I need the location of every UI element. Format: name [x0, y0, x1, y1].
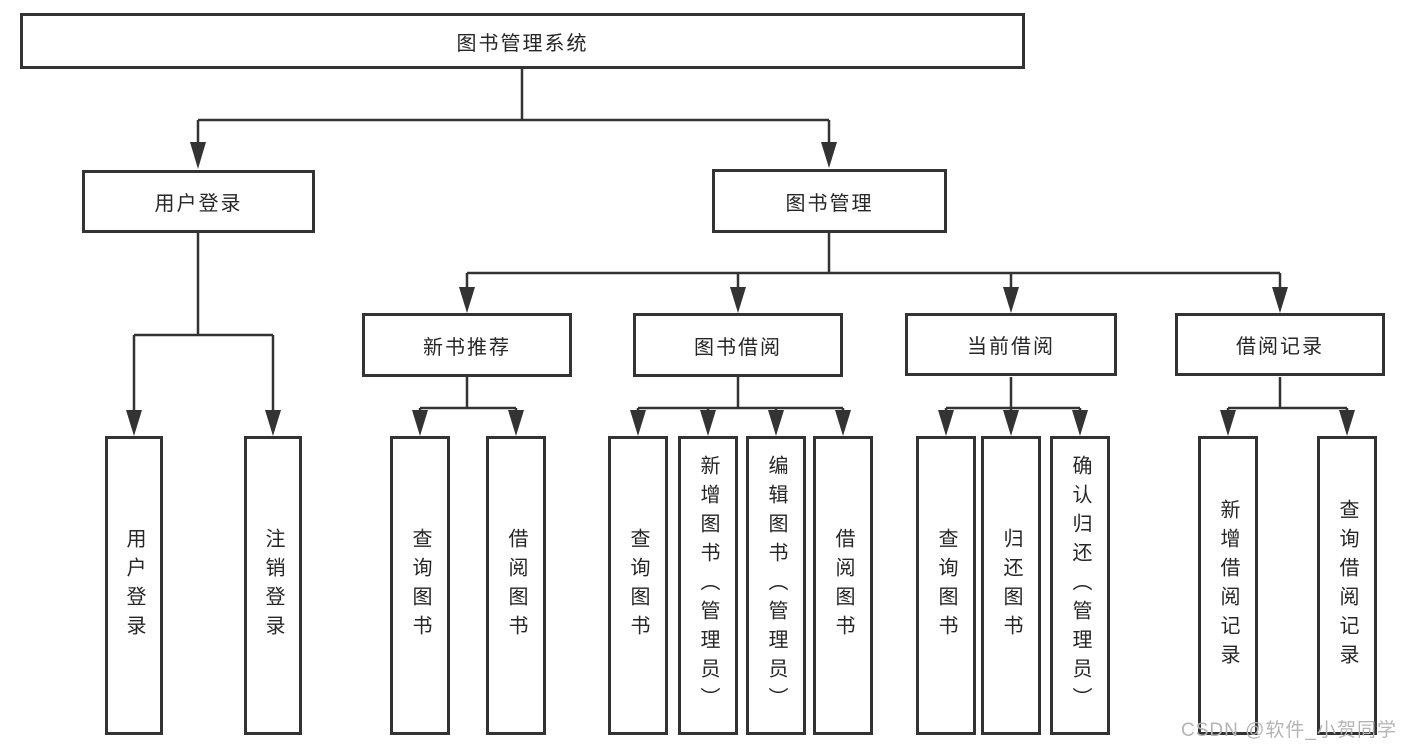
leaf-edit-book-admin-label: 编辑图书（管理员）	[765, 455, 787, 716]
csdn-watermark: CSDN @软件_小贺同学	[1181, 720, 1397, 741]
leaf-logout-label: 注销登录	[262, 527, 284, 644]
node-borrow-records-label: 借阅记录	[1236, 336, 1324, 358]
leaf-confirm-return-admin: 确认归还（管理员）	[1050, 436, 1110, 735]
leaf-query-borrow-record-label: 查询借阅记录	[1336, 498, 1358, 673]
leaf-return-book: 归还图书	[981, 436, 1041, 735]
node-root: 图书管理系统	[20, 13, 1025, 69]
leaf-add-book-admin: 新增图书（管理员）	[678, 436, 738, 735]
node-book-borrow-label: 图书借阅	[694, 336, 782, 359]
leaf-confirm-return-admin-label: 确认归还（管理员）	[1069, 455, 1091, 716]
leaf-add-borrow-record: 新增借阅记录	[1198, 436, 1258, 735]
leaf-logout: 注销登录	[244, 436, 302, 735]
node-user-login-label: 用户登录	[154, 193, 243, 215]
node-new-book-recommend: 新书推荐	[362, 313, 572, 377]
leaf-borrow-books-label: 借阅图书	[832, 527, 854, 644]
leaf-add-borrow-record-label: 新增借阅记录	[1217, 498, 1239, 673]
leaf-query-books-current: 查询图书	[916, 436, 976, 735]
leaf-query-borrow-record: 查询借阅记录	[1317, 436, 1377, 735]
leaf-return-book-label: 归还图书	[1000, 527, 1022, 644]
node-new-book-recommend-label: 新书推荐	[423, 336, 511, 359]
node-user-login: 用户登录	[82, 170, 315, 233]
leaf-add-book-admin-label: 新增图书（管理员）	[697, 455, 719, 716]
node-current-borrow: 当前借阅	[905, 313, 1117, 376]
leaf-user-login: 用户登录	[105, 436, 163, 735]
node-root-label: 图书管理系统	[456, 32, 589, 55]
leaf-borrow-books-recommend-label: 借阅图书	[505, 527, 527, 644]
node-book-borrow: 图书借阅	[633, 313, 843, 377]
node-book-management: 图书管理	[712, 169, 947, 233]
leaf-query-books-recommend: 查询图书	[390, 436, 450, 735]
leaf-borrow-books: 借阅图书	[813, 436, 873, 735]
node-current-borrow-label: 当前借阅	[967, 336, 1055, 358]
leaf-user-login-label: 用户登录	[123, 527, 145, 644]
leaf-edit-book-admin: 编辑图书（管理员）	[746, 436, 806, 735]
leaf-query-books-borrow: 查询图书	[608, 436, 668, 735]
node-book-management-label: 图书管理	[785, 192, 874, 215]
leaf-query-books-borrow-label: 查询图书	[627, 527, 649, 644]
node-borrow-records: 借阅记录	[1175, 313, 1385, 376]
leaf-query-books-recommend-label: 查询图书	[409, 527, 431, 644]
leaf-borrow-books-recommend: 借阅图书	[486, 436, 546, 735]
leaf-query-books-current-label: 查询图书	[935, 527, 957, 644]
